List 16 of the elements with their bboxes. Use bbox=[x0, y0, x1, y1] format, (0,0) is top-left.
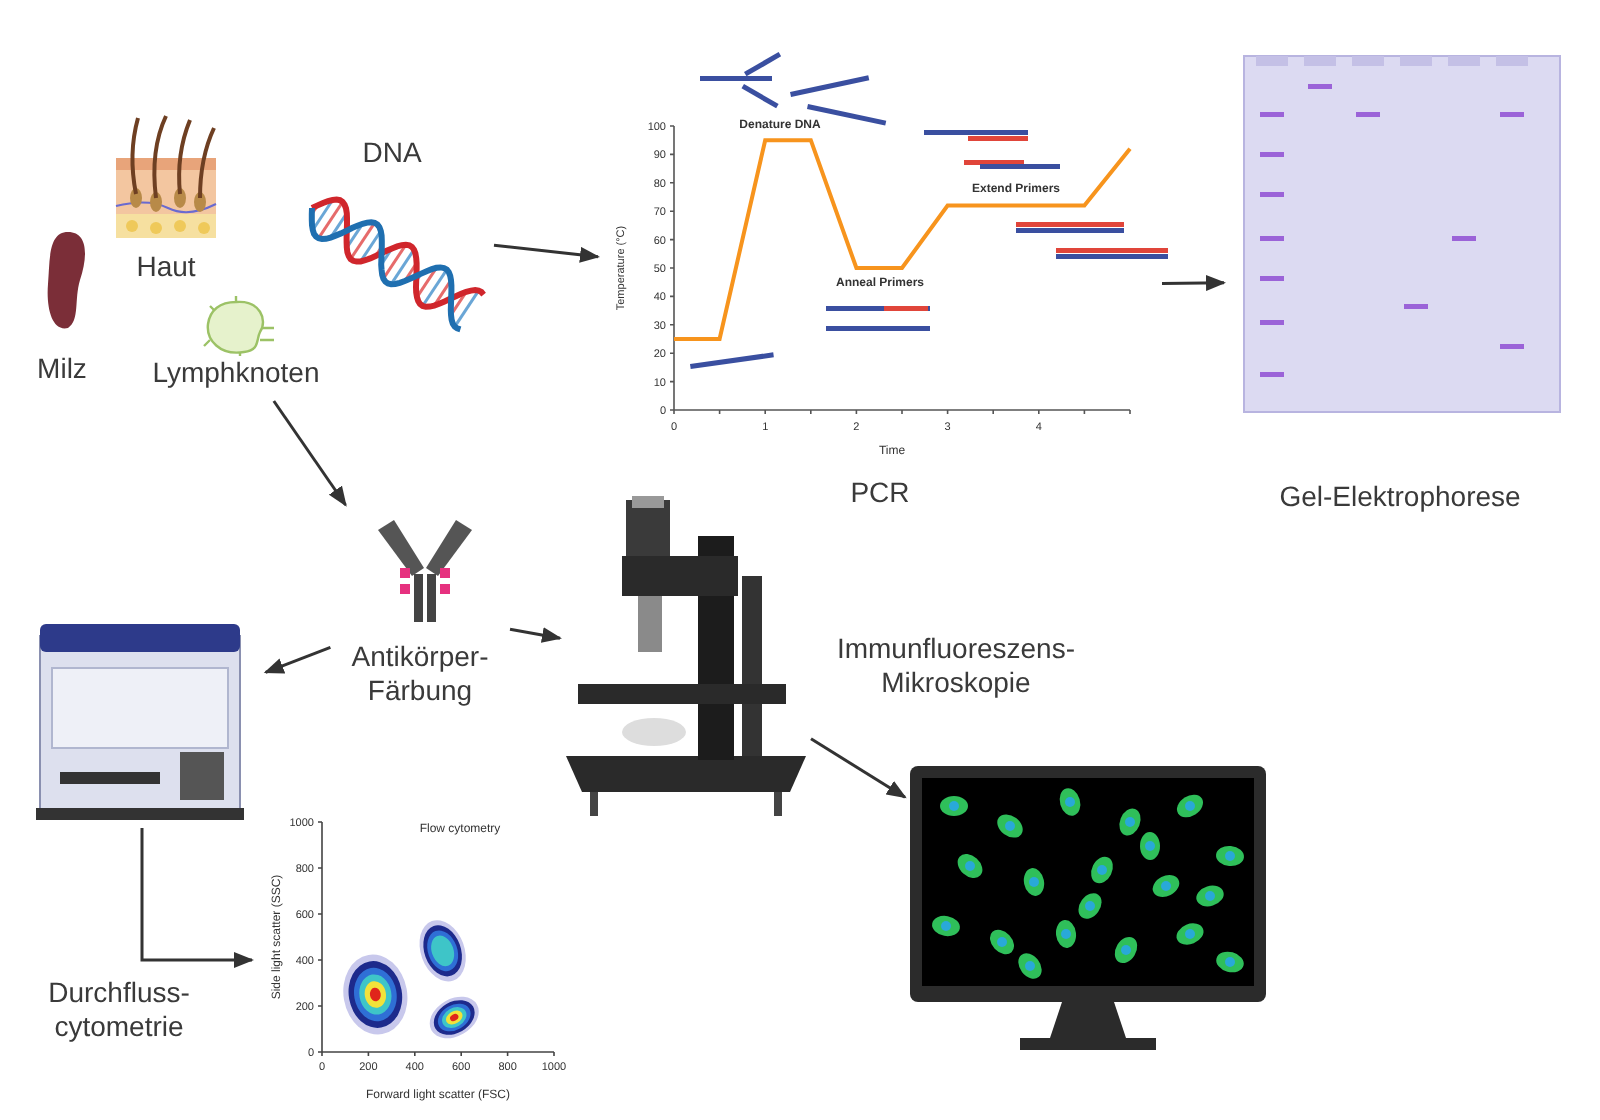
node-label: PCR bbox=[848, 476, 912, 512]
node-label: DNA bbox=[360, 136, 424, 172]
arrow bbox=[1161, 275, 1226, 292]
arrow bbox=[493, 243, 600, 263]
arrow bbox=[509, 627, 562, 643]
arrow bbox=[272, 400, 347, 507]
node-label: Milz bbox=[35, 352, 89, 388]
node-label: Lymphknoten bbox=[150, 356, 322, 392]
process-label: Durchfluss-cytometrie bbox=[46, 976, 192, 1046]
arrow bbox=[140, 828, 254, 968]
arrow bbox=[810, 737, 907, 799]
node-label: Haut bbox=[134, 250, 198, 286]
node-label: Antikörper-Färbung bbox=[349, 640, 491, 710]
node-label: Immunfluoreszens-Mikroskopie bbox=[834, 632, 1078, 702]
node-label: Gel-Elektrophorese bbox=[1277, 480, 1523, 516]
arrow bbox=[263, 646, 331, 674]
